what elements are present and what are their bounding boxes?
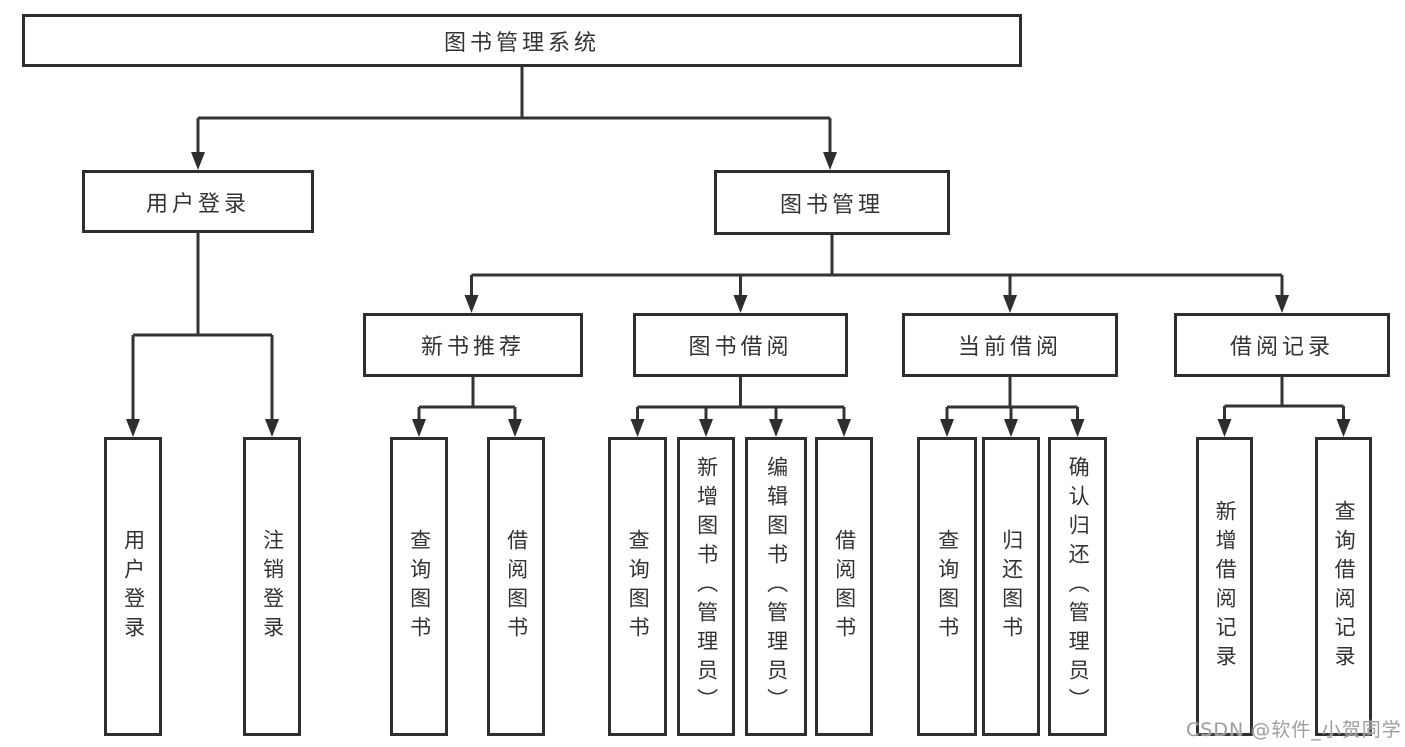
- leaf-label: 新增借阅记录: [1213, 499, 1238, 674]
- leaf-label: 编辑图书（管理员）: [764, 456, 789, 717]
- leaf-borrow-books-recommend: 借阅图书: [487, 437, 545, 736]
- leaf-confirm-return-admin: 确认归还（管理员）: [1048, 437, 1107, 736]
- leaf-return-books: 归还图书: [982, 437, 1040, 736]
- leaf-logout: 注销登录: [243, 437, 301, 736]
- leaf-borrow-books: 借阅图书: [815, 437, 873, 736]
- leaf-query-borrow-record: 查询借阅记录: [1315, 437, 1372, 736]
- tree-edges: [131, 66, 1345, 422]
- leaf-label: 注销登录: [260, 528, 285, 645]
- leaf-label: 新增图书（管理员）: [694, 456, 719, 717]
- leaf-label: 借阅图书: [504, 528, 529, 645]
- leaf-add-borrow-record: 新增借阅记录: [1196, 437, 1253, 736]
- node-library-management-system: 图书管理系统: [22, 14, 1022, 67]
- leaf-label: 借阅图书: [832, 528, 857, 645]
- leaf-label: 用户登录: [121, 528, 146, 645]
- leaf-query-books-recommend: 查询图书: [390, 437, 448, 736]
- leaf-label: 确认归还（管理员）: [1066, 456, 1091, 717]
- leaf-label: 查询图书: [626, 528, 651, 645]
- csdn-watermark: CSDN @软件_小贺同学: [1186, 719, 1402, 741]
- node-user-login: 用户登录: [82, 170, 314, 233]
- leaf-add-books-admin: 新增图书（管理员）: [677, 437, 735, 736]
- leaf-label: 查询图书: [407, 528, 432, 645]
- node-book-borrowing: 图书借阅: [633, 313, 848, 377]
- node-borrowing-records: 借阅记录: [1174, 313, 1390, 377]
- leaf-label: 归还图书: [999, 528, 1024, 645]
- node-book-management: 图书管理: [714, 170, 950, 235]
- leaf-label: 查询图书: [935, 528, 960, 645]
- leaf-edit-books-admin: 编辑图书（管理员）: [745, 437, 807, 736]
- leaf-user-login: 用户登录: [104, 437, 162, 736]
- node-new-book-recommendation: 新书推荐: [363, 313, 583, 377]
- leaf-query-books-borrowing: 查询图书: [608, 437, 667, 736]
- leaf-label: 查询借阅记录: [1332, 499, 1357, 674]
- node-current-borrowing: 当前借阅: [902, 313, 1118, 377]
- leaf-query-books-current: 查询图书: [917, 437, 977, 736]
